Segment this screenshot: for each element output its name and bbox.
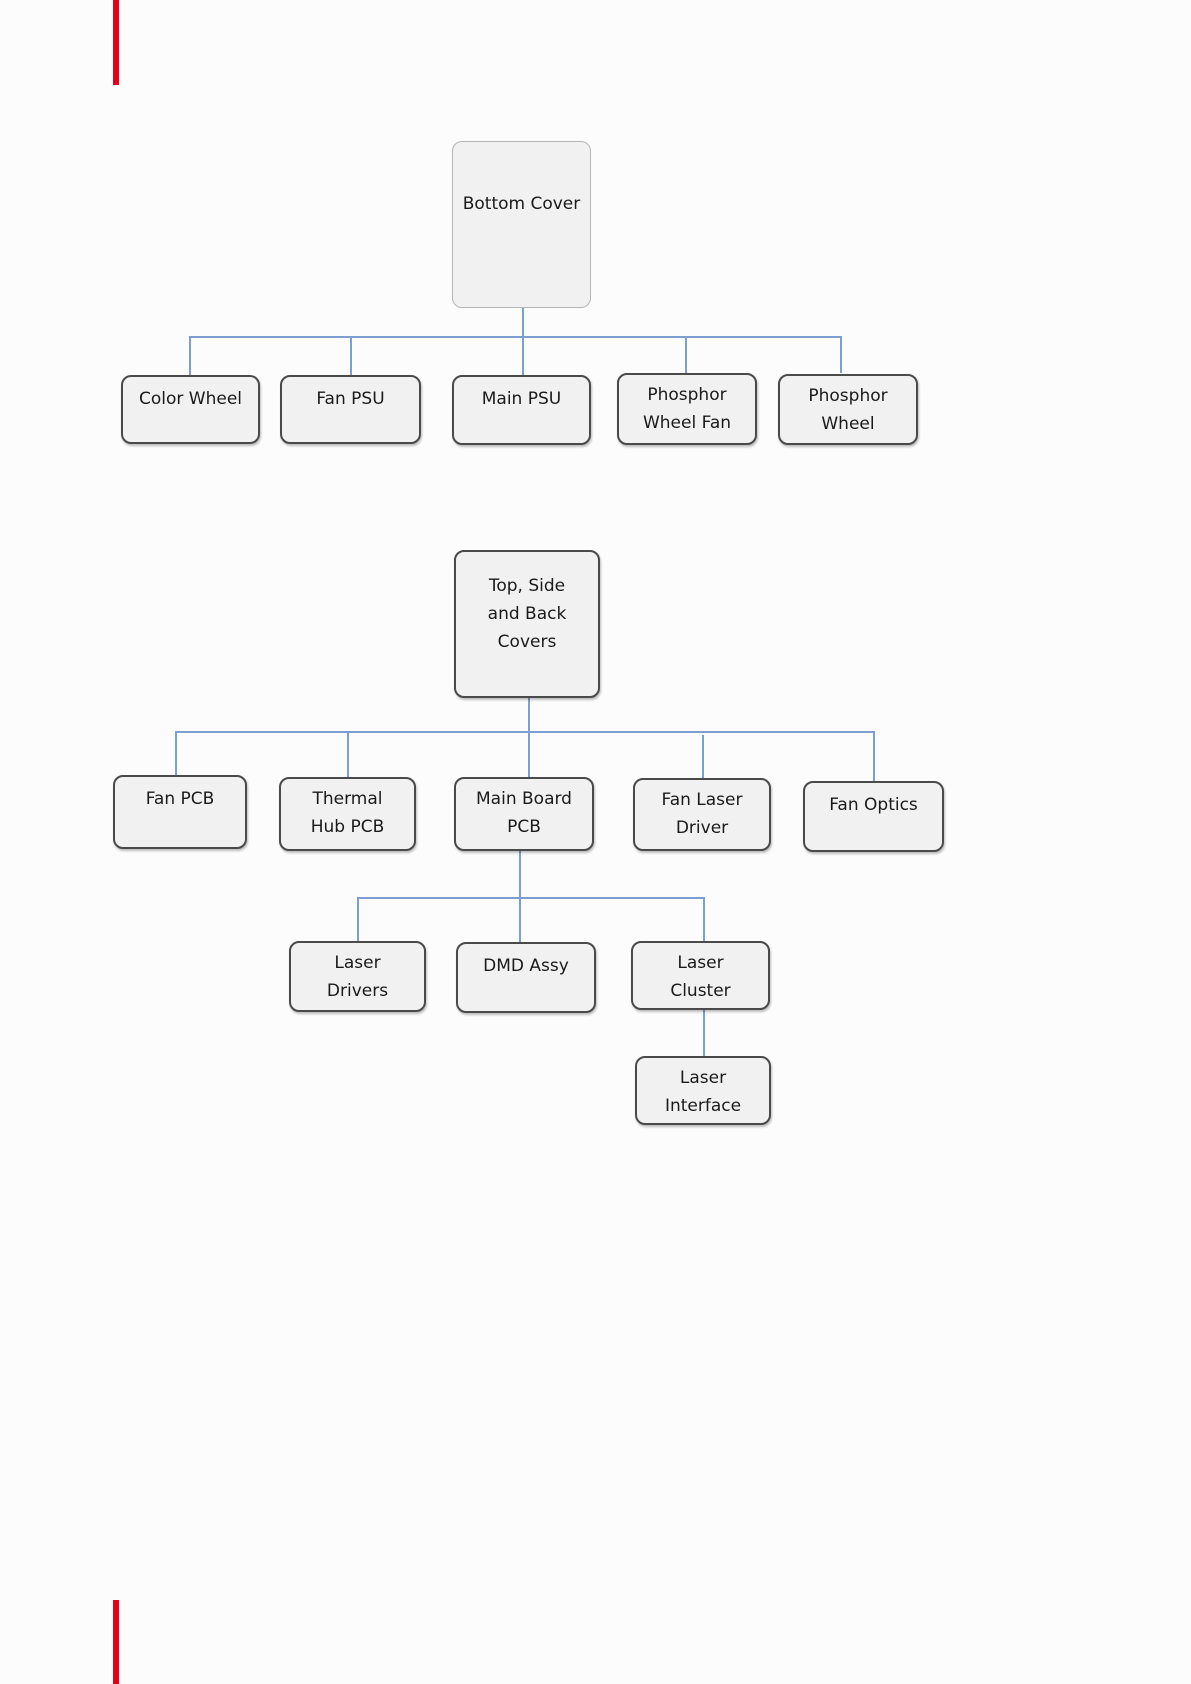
node-bottom-cover: Bottom Cover	[452, 141, 591, 308]
node-label: Fan Laser Driver	[661, 786, 742, 842]
node-label: Fan Optics	[829, 791, 918, 819]
node-top-side-back-covers: Top, Side and Back Covers	[454, 550, 600, 698]
node-label: Main PSU	[482, 385, 561, 413]
node-label: Fan PSU	[316, 385, 384, 413]
node-fan-psu: Fan PSU	[280, 375, 421, 444]
node-main-board-pcb: Main Board PCB	[454, 777, 594, 851]
node-laser-cluster: Laser Cluster	[631, 941, 770, 1010]
node-label: Phosphor Wheel	[808, 382, 887, 438]
node-laser-interface: Laser Interface	[635, 1056, 771, 1125]
node-laser-drivers: Laser Drivers	[289, 941, 426, 1012]
node-phosphor-wheel-fan: Phosphor Wheel Fan	[617, 373, 757, 445]
node-label: Main Board PCB	[476, 785, 572, 841]
node-phosphor-wheel: Phosphor Wheel	[778, 374, 918, 445]
node-label: Bottom Cover	[463, 190, 581, 218]
node-main-psu: Main PSU	[452, 375, 591, 445]
node-fan-pcb: Fan PCB	[113, 775, 247, 849]
node-dmd-assy: DMD Assy	[456, 942, 596, 1013]
node-thermal-hub-pcb: Thermal Hub PCB	[279, 777, 416, 851]
node-color-wheel: Color Wheel	[121, 375, 260, 444]
node-label: Color Wheel	[139, 385, 242, 413]
node-label: DMD Assy	[483, 952, 569, 980]
node-label: Top, Side and Back Covers	[488, 572, 567, 656]
node-label: Thermal Hub PCB	[311, 785, 385, 841]
node-label: Fan PCB	[146, 785, 215, 813]
node-label: Laser Drivers	[327, 949, 388, 1005]
node-fan-optics: Fan Optics	[803, 781, 944, 852]
node-fan-laser-driver: Fan Laser Driver	[633, 778, 771, 851]
node-label: Laser Cluster	[670, 949, 730, 1005]
node-label: Laser Interface	[665, 1064, 741, 1120]
node-label: Phosphor Wheel Fan	[643, 381, 731, 437]
